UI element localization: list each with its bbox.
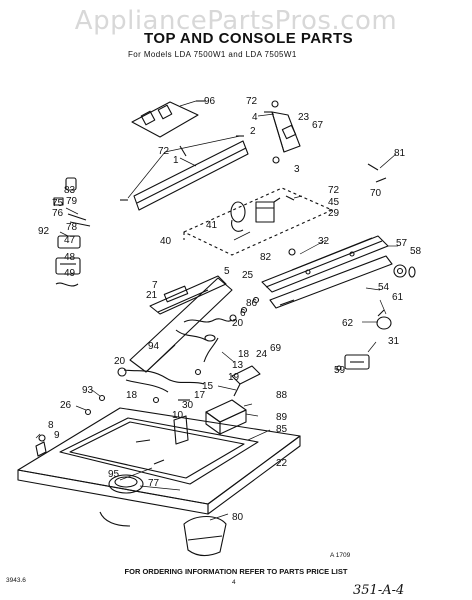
part-45-transformer xyxy=(255,197,281,223)
callout-29: 29 xyxy=(328,208,340,219)
part-1-console-panel xyxy=(133,140,249,211)
callout-20b: 20 xyxy=(114,356,126,367)
screws xyxy=(120,135,387,465)
callout-48: 48 xyxy=(64,252,76,263)
part-61-switch xyxy=(376,309,392,330)
callout-15: 15 xyxy=(202,381,214,392)
part-22-top-cover xyxy=(17,407,301,527)
callout-83: 83 xyxy=(64,185,76,196)
callout-70: 70 xyxy=(370,188,382,199)
diagram-ref-code: A 1709 xyxy=(330,552,351,559)
callout-6: 6 xyxy=(240,308,246,319)
doc-code: 3943.6 xyxy=(6,577,26,584)
callout-82: 82 xyxy=(260,252,272,263)
callout-4: 4 xyxy=(252,112,258,123)
part-57-knob xyxy=(393,264,407,278)
callout-19: 19 xyxy=(228,372,240,383)
callout-57: 57 xyxy=(396,238,408,249)
part-96-panel xyxy=(131,100,206,138)
callout-40: 40 xyxy=(160,236,172,247)
callout-80: 80 xyxy=(232,512,244,523)
callout-59: 59 xyxy=(334,365,346,376)
handwritten-note: 351-A-4 xyxy=(353,583,405,598)
callout-22: 22 xyxy=(276,458,288,469)
callout-5: 5 xyxy=(224,266,230,277)
part-88-lid-switch xyxy=(231,365,261,397)
callout-31: 31 xyxy=(388,336,400,347)
callout-78: 78 xyxy=(66,222,78,233)
part-41-coil xyxy=(230,201,246,232)
callout-62: 62 xyxy=(342,318,354,329)
ordering-note: FOR ORDERING INFORMATION REFER TO PARTS … xyxy=(124,567,348,576)
part-18-wire xyxy=(203,334,219,363)
callout-24: 24 xyxy=(256,349,268,360)
callout-94: 94 xyxy=(148,341,160,352)
callout-45: 45 xyxy=(328,197,340,208)
callout-95: 95 xyxy=(108,469,120,480)
callout-21: 21 xyxy=(146,290,158,301)
callout-13: 13 xyxy=(232,360,244,371)
callout-81: 81 xyxy=(394,148,406,159)
small-hardware xyxy=(35,394,106,457)
part-58-clip xyxy=(408,266,416,278)
callout-8: 8 xyxy=(48,420,54,431)
callout-49: 49 xyxy=(64,268,76,279)
callout-41: 41 xyxy=(206,220,218,231)
leader-lines xyxy=(35,100,398,521)
callout-18b: 18 xyxy=(126,390,138,401)
callout-93: 93 xyxy=(82,385,94,396)
callout-76: 76 xyxy=(52,208,64,219)
callout-85: 85 xyxy=(276,424,288,435)
callout-72c: 72 xyxy=(328,185,340,196)
callout-88: 88 xyxy=(276,390,288,401)
callout-96: 96 xyxy=(204,96,216,107)
part-21-frame xyxy=(129,275,233,373)
callout-89: 89 xyxy=(276,412,288,423)
dashed-outline xyxy=(183,187,333,256)
callout-75: 75 xyxy=(52,198,64,209)
watermark-text: AppliancePartsPros.com xyxy=(74,6,398,36)
callout-67: 67 xyxy=(312,120,324,131)
callout-47: 47 xyxy=(64,235,76,246)
part-23-timer xyxy=(264,100,301,164)
callout-3: 3 xyxy=(294,164,300,175)
callout-32: 32 xyxy=(318,236,330,247)
part-94-harness xyxy=(175,314,237,341)
part-15-cord xyxy=(117,367,205,393)
callout-2: 2 xyxy=(250,126,256,137)
callout-1: 1 xyxy=(173,155,179,166)
callout-9: 9 xyxy=(54,430,60,441)
left-column-parts xyxy=(53,177,91,287)
callout-7: 7 xyxy=(152,280,158,291)
callout-54: 54 xyxy=(378,282,390,293)
callout-17: 17 xyxy=(194,390,206,401)
callout-20: 20 xyxy=(232,318,244,329)
callout-30: 30 xyxy=(182,400,194,411)
callout-61: 61 xyxy=(392,292,404,303)
callout-18: 18 xyxy=(238,349,250,360)
part-80-bezel xyxy=(183,515,227,557)
callout-58: 58 xyxy=(410,246,422,257)
callout-26: 26 xyxy=(60,400,72,411)
part-85-housing xyxy=(205,399,247,435)
callout-72b: 72 xyxy=(158,146,170,157)
callout-25: 25 xyxy=(242,270,254,281)
callout-79: 79 xyxy=(66,196,78,207)
callout-23: 23 xyxy=(298,112,310,123)
callout-86: 86 xyxy=(246,298,258,309)
callout-72: 72 xyxy=(246,96,258,107)
callout-92: 92 xyxy=(38,226,50,237)
callout-77: 77 xyxy=(148,478,160,489)
callout-10: 10 xyxy=(172,410,184,421)
page-number: 4 xyxy=(232,579,236,586)
diagram-title: TOP AND CONSOLE PARTS xyxy=(144,30,354,47)
diagram-subtitle: For Models LDA 7500W1 and LDA 7505W1 xyxy=(128,50,297,59)
callout-69: 69 xyxy=(270,343,282,354)
